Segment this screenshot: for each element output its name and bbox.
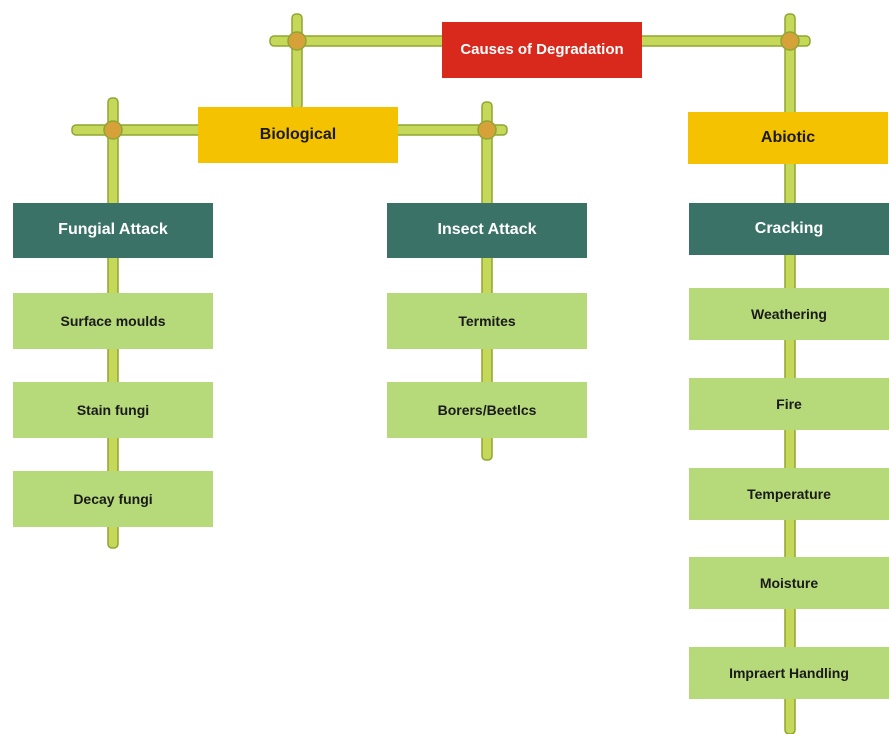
leaf-improper-handling: Impraert Handling (689, 647, 889, 699)
leaf-fire: Fire (689, 378, 889, 430)
connector-knot (103, 120, 123, 140)
connector-insect-vertical (481, 101, 493, 461)
leaf-temperature: Temperature (689, 468, 889, 520)
subcategory-insect-attack: Insect Attack (387, 203, 587, 258)
leaf-decay-fungi: Decay fungi (13, 471, 213, 527)
subcategory-cracking: Cracking (689, 203, 889, 255)
leaf-termites: Termites (387, 293, 587, 349)
leaf-moisture: Moisture (689, 557, 889, 609)
leaf-stain-fungi: Stain fungi (13, 382, 213, 438)
root-node: Causes of Degradation (442, 22, 642, 78)
connector-biological-vertical (291, 13, 303, 110)
category-abiotic: Abiotic (688, 112, 888, 164)
leaf-weathering: Weathering (689, 288, 889, 340)
connector-knot (287, 31, 307, 51)
subcategory-fungal-attack: Fungial Attack (13, 203, 213, 258)
category-biological: Biological (198, 107, 398, 163)
connector-abiotic-vertical (784, 13, 796, 734)
leaf-borers-beetles: Borers/Beetlcs (387, 382, 587, 438)
leaf-surface-moulds: Surface moulds (13, 293, 213, 349)
connector-knot (780, 31, 800, 51)
connector-knot (477, 120, 497, 140)
